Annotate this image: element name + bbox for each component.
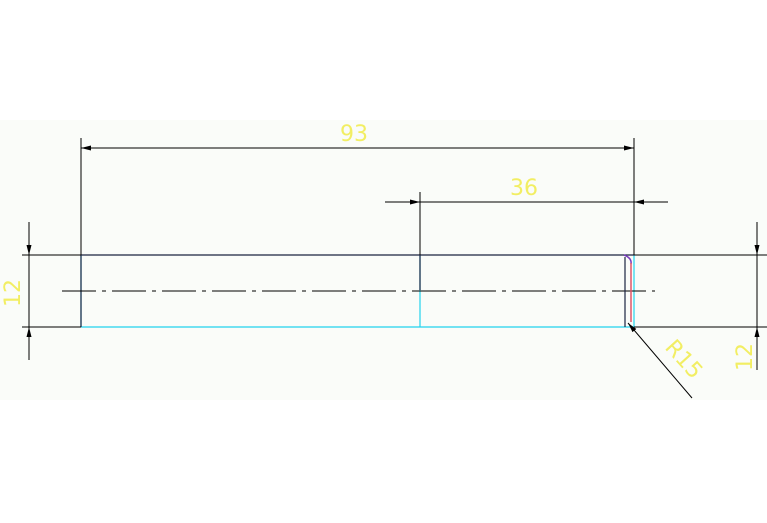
fillet-feature: [623, 254, 632, 327]
dimension-label-12-right: 12: [733, 343, 758, 371]
dimension-label-93: 93: [340, 122, 368, 147]
radius-leader-line: [627, 322, 693, 399]
dimension-12-left: [22, 222, 81, 360]
dimension-12-right: [634, 222, 767, 370]
dimension-label-12-left: 12: [1, 279, 26, 307]
dimension-93: [80, 138, 635, 255]
dimension-36: [385, 192, 668, 255]
dimension-label-36: 36: [510, 176, 538, 201]
drawing-area: [0, 120, 767, 400]
